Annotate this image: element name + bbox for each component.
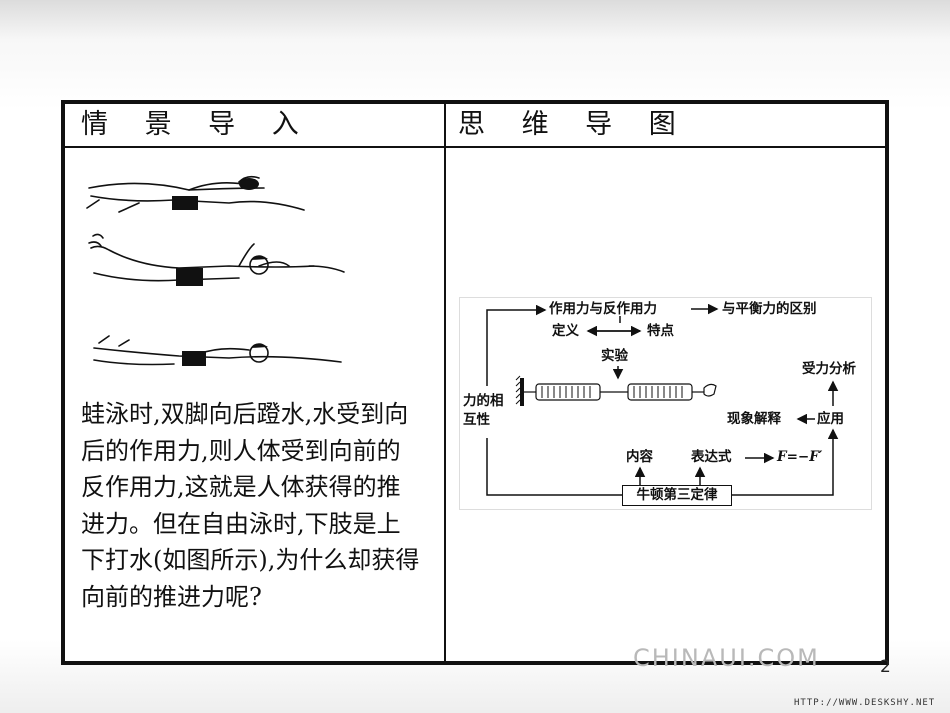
mm-mutual-line2: 互性 xyxy=(463,412,490,428)
mm-force-analysis: 受力分析 xyxy=(802,361,856,377)
header-scenario-intro: 情 景 导 入 xyxy=(81,109,313,140)
swimmer-illustration xyxy=(79,148,356,395)
column-divider xyxy=(444,104,446,661)
watermark: CHINAUI.COM xyxy=(633,644,820,672)
spring-scale-icon xyxy=(524,383,704,401)
story-paragraph: 蛙泳时,双脚向后蹬水,水受到向后的作用力,则人体受到向前的反作用力,这就是人体获… xyxy=(81,400,420,611)
mm-mutual-line1: 力的相 xyxy=(463,393,504,409)
mm-content: 内容 xyxy=(626,449,653,465)
mm-application: 应用 xyxy=(817,411,844,427)
mm-core-node: 牛顿第三定律 xyxy=(622,485,732,506)
page-number: 2 xyxy=(880,657,891,677)
mm-phenomenon: 现象解释 xyxy=(727,411,781,427)
source-url: HTTP://WWW.DESKSHY.NET xyxy=(794,698,936,708)
content-table: 情 景 导 入 思 维 导 图 xyxy=(61,100,889,665)
mm-expression: 表达式 xyxy=(691,449,732,465)
mm-feature: 特点 xyxy=(647,323,674,339)
header-mind-map: 思 维 导 图 xyxy=(458,109,690,140)
mm-definition: 定义 xyxy=(552,323,579,339)
header-rule xyxy=(65,146,885,148)
mm-formula: F=−F′ xyxy=(777,449,823,465)
mind-map-diagram: 作用力与反作用力 与平衡力的区别 定义 特点 实验 力的相 互性 受力分析 现象… xyxy=(459,297,872,510)
mind-map-arrows xyxy=(486,303,839,496)
mm-top-node: 作用力与反作用力 xyxy=(549,301,657,317)
mm-experiment: 实验 xyxy=(601,348,628,364)
hand-icon xyxy=(703,383,717,397)
wall-mount-icon xyxy=(515,375,524,406)
mm-right-node: 与平衡力的区别 xyxy=(722,301,817,317)
